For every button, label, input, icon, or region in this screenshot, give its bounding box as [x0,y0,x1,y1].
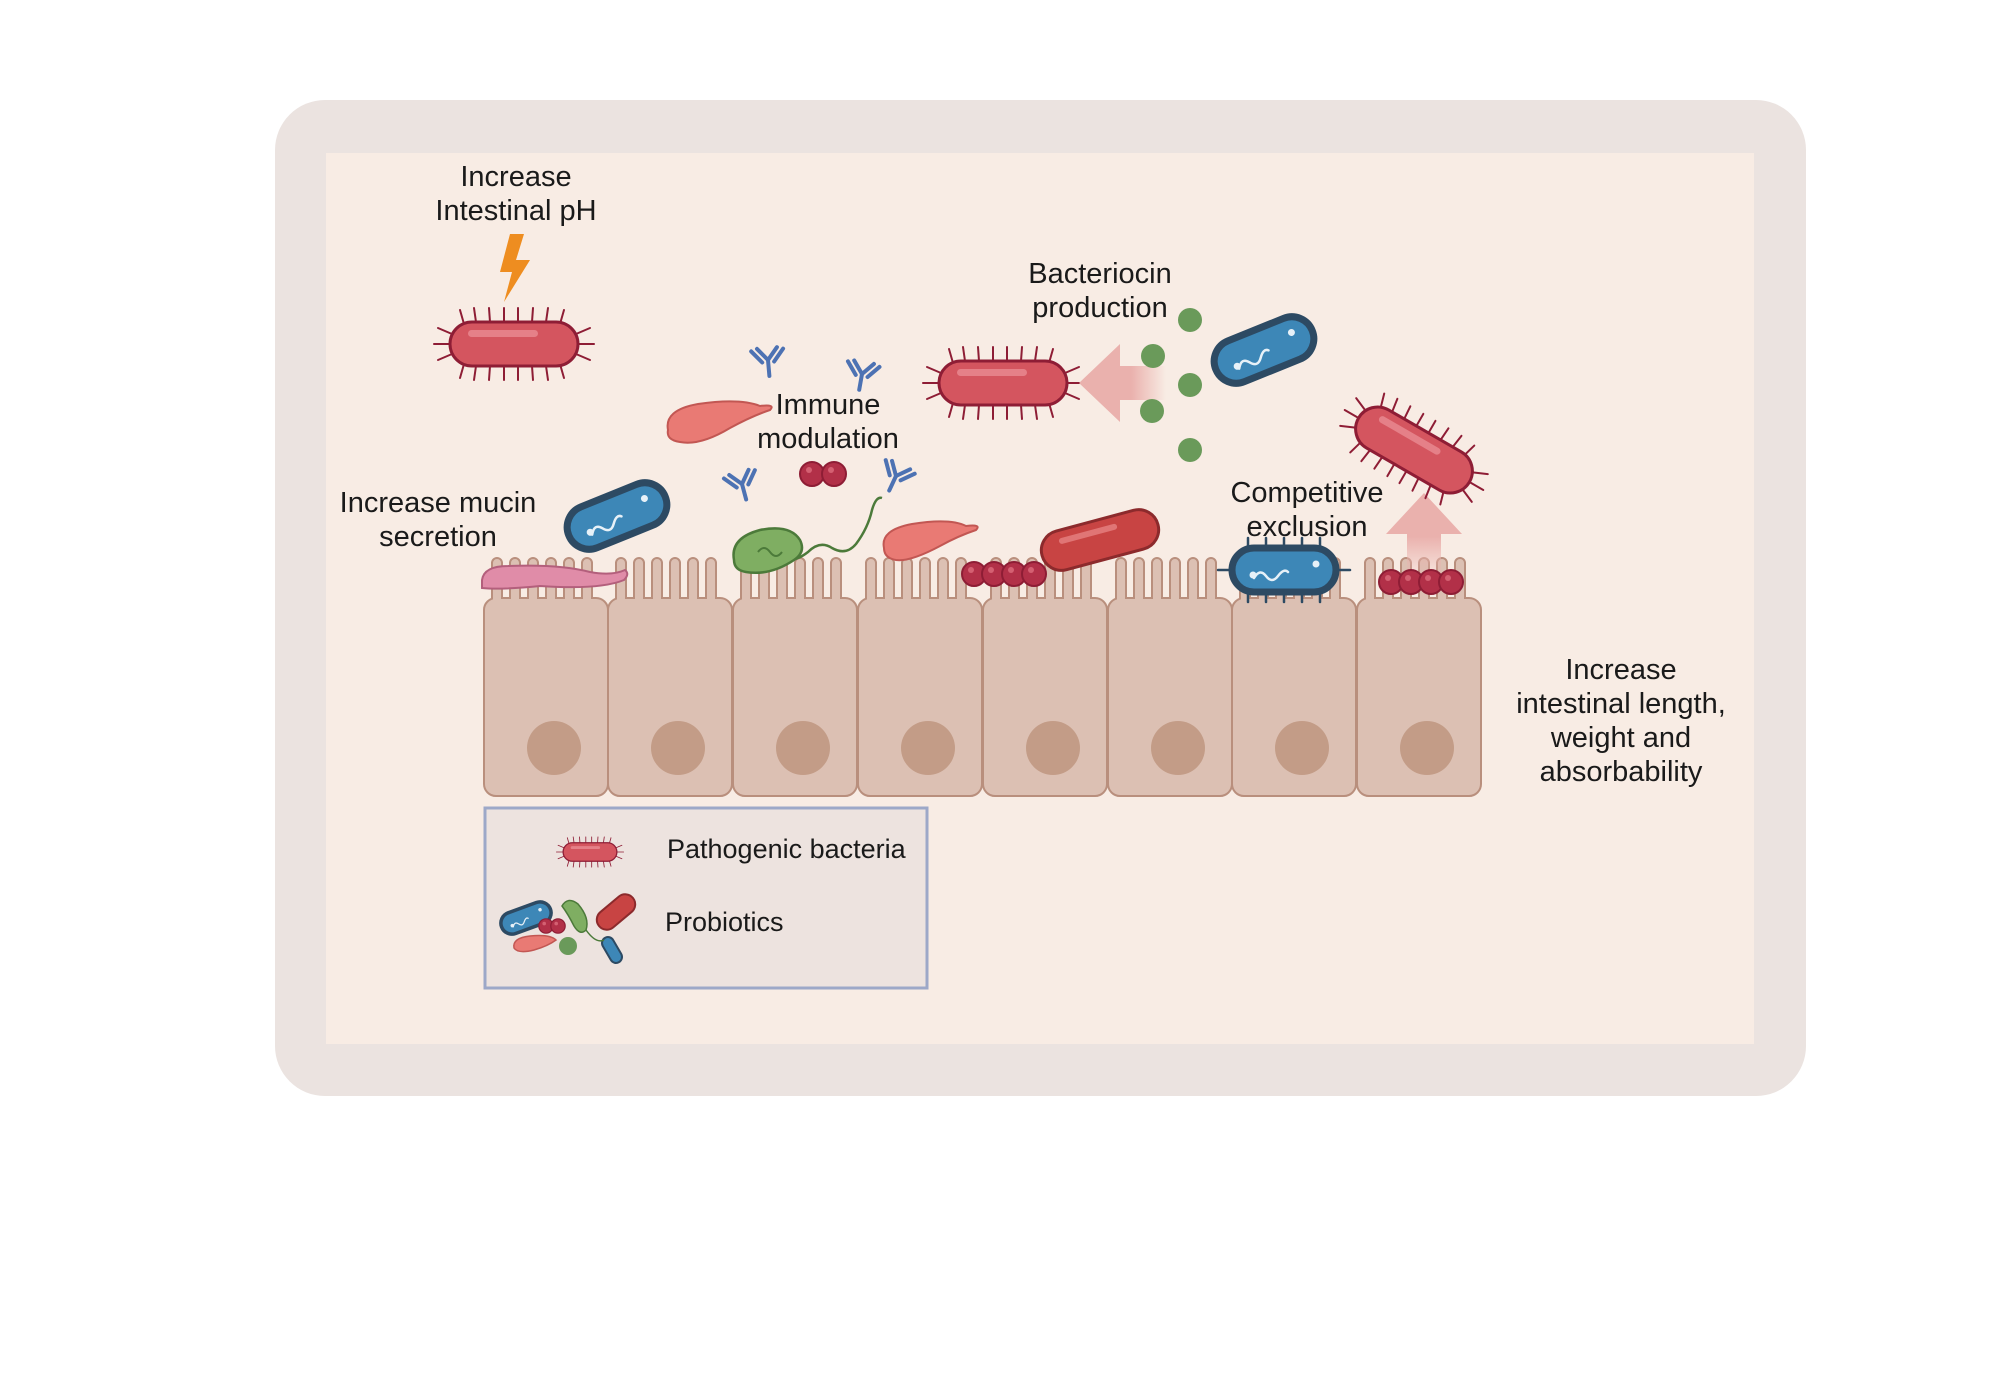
vibrio-icon [882,520,979,562]
legend-label-pathogenic-bacteria: Pathogenic bacteria [667,834,906,864]
spirillum-icon [732,496,883,574]
label-increase-intestinal-length: Increase intestinal length, weight and a… [1516,654,1726,788]
arrow-icon [1079,344,1166,422]
legend [483,806,929,990]
label-bacteriocin-production: Bacteriocin production [1028,258,1172,324]
probiotic-rod-icon [1216,536,1352,604]
legend-label-probiotics: Probiotics [665,907,784,937]
arrow-icon [1386,493,1462,580]
label-increase-intestinal-ph: Increase Intestinal pH [435,161,597,227]
label-competitive-exclusion: Competitive exclusion [1230,477,1384,543]
lightning-bolt-icon [500,234,530,302]
bacteriocin-dot-icon [1140,308,1202,462]
probiotics-icon-group [496,893,637,964]
label-immune-modulation: Immune modulation [757,389,899,455]
mucin-icon [481,564,629,590]
label-increase-mucin-secretion: Increase mucin secretion [339,487,537,553]
vibrio-icon [666,400,773,444]
probiotic-rod-icon [1039,508,1161,572]
